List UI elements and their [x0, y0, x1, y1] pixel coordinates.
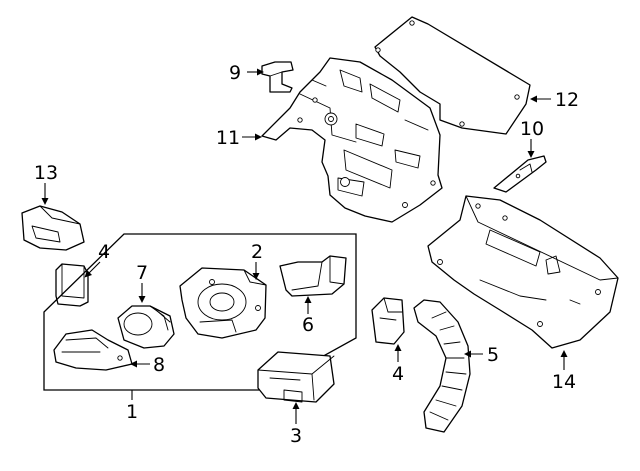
- callout-10: 10: [520, 118, 544, 140]
- part-4-duct-right[interactable]: [371, 297, 405, 345]
- part-5-flex-hose[interactable]: [413, 299, 471, 433]
- part-11-heat-shield[interactable]: [261, 57, 443, 223]
- callout-1: 1: [126, 401, 138, 423]
- callout-7: 7: [136, 262, 148, 284]
- callout-13: 13: [34, 162, 58, 184]
- callout-9: 9: [229, 62, 241, 84]
- part-7-duct-boot[interactable]: [117, 305, 175, 349]
- callout-8: 8: [153, 354, 165, 376]
- callout-14: 14: [552, 371, 576, 393]
- part-6-duct[interactable]: [279, 255, 347, 297]
- part-10-bracket[interactable]: [493, 155, 547, 193]
- callout-2: 2: [251, 241, 263, 263]
- part-13-floor-duct[interactable]: [21, 205, 85, 251]
- kit-frame-1: [43, 233, 357, 391]
- callout-6: 6: [302, 314, 314, 336]
- part-12-insulator-pad[interactable]: [374, 16, 531, 135]
- callout-labels: 9 11 12 10 13 4 2 7 6 8 1 3 4 5 14: [34, 62, 579, 447]
- callout-4-right: 4: [392, 363, 404, 385]
- part-8-lower-duct[interactable]: [53, 329, 133, 371]
- part-2-blower-housing[interactable]: [179, 267, 267, 339]
- callout-3: 3: [290, 425, 302, 447]
- callout-5: 5: [487, 344, 499, 366]
- part-3-control-module[interactable]: [257, 351, 335, 403]
- part-14-rear-heat-shield[interactable]: [427, 195, 619, 349]
- leader-lines: [41, 68, 568, 424]
- callout-12: 12: [555, 89, 579, 111]
- callout-4-left: 4: [98, 241, 110, 263]
- callout-11: 11: [216, 127, 240, 149]
- part-9-bracket[interactable]: [261, 61, 294, 93]
